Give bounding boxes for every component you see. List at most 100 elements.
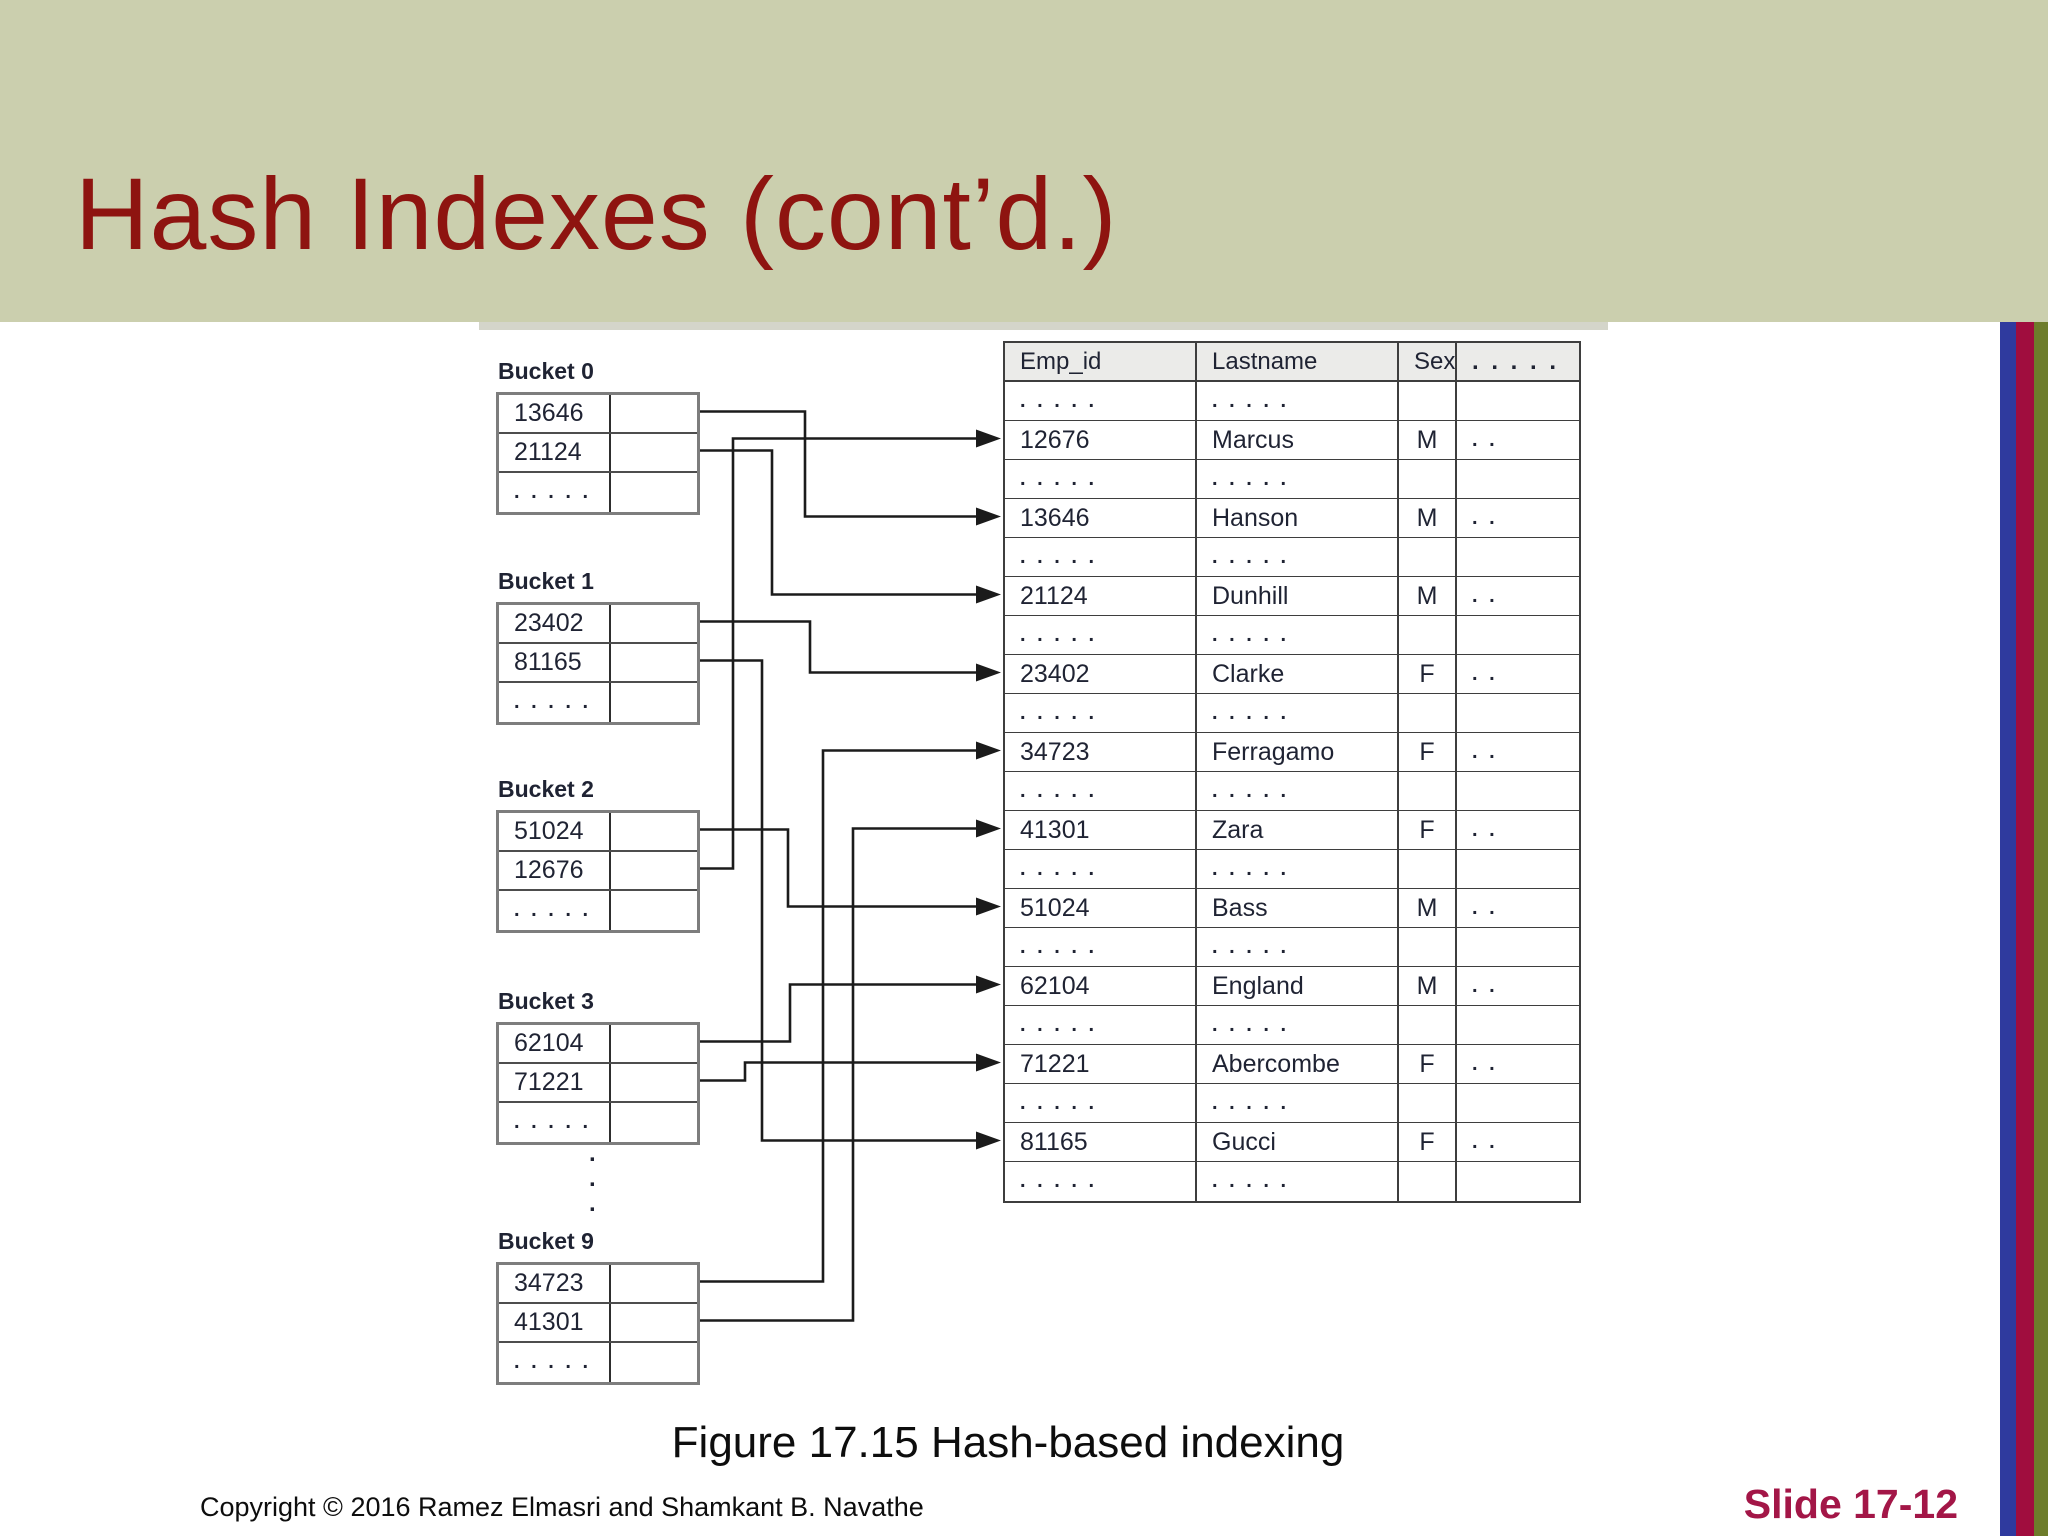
bucket-entry-row: 71221: [499, 1064, 697, 1103]
bucket-pointer-cell: [611, 395, 697, 432]
column-header: . . . . .: [1472, 347, 1560, 375]
bucket-key-value: 71221: [499, 1064, 611, 1101]
emp-id-cell: . . . . .: [1005, 616, 1197, 654]
emp-id-cell: 71221: [1005, 1045, 1197, 1083]
sex-cell: M: [1399, 967, 1457, 1005]
more-cell: [1457, 928, 1579, 966]
lastname-cell: Hanson: [1197, 499, 1399, 537]
table-ellipsis-row: . . . . .. . . . .: [1005, 616, 1579, 655]
bucket-pointer-cell: [611, 1265, 697, 1302]
bucket-key-value: 62104: [499, 1025, 611, 1062]
table-ellipsis-row: . . . . .. . . . .: [1005, 382, 1579, 421]
sex-cell: [1399, 850, 1457, 888]
emp-id-cell: . . . . .: [1005, 1084, 1197, 1122]
table-ellipsis-row: . . . . .. . . . .: [1005, 1006, 1579, 1045]
lastname-cell: Marcus: [1197, 421, 1399, 459]
bucket-key-value: 12676: [499, 852, 611, 889]
bucket-label: Bucket 1: [498, 568, 594, 594]
slide-title: Hash Indexes (cont’d.): [75, 157, 1118, 271]
bucket-pointer-cell: [611, 644, 697, 681]
more-cell: [1457, 772, 1579, 810]
bucket-pointer-cell: [611, 683, 697, 722]
arrowhead-icon: [976, 1053, 1001, 1072]
emp-id-cell: 41301: [1005, 811, 1197, 849]
more-cell: . .: [1472, 428, 1498, 451]
sex-cell: [1399, 616, 1457, 654]
sex-cell: [1399, 1162, 1457, 1201]
bucket-label: Bucket 3: [498, 988, 594, 1014]
bucket-pointer-cell: [611, 1064, 697, 1101]
table-ellipsis-row: . . . . .. . . . .: [1005, 850, 1579, 889]
bucket-entry-row: 23402: [499, 605, 697, 644]
bucket-label: Bucket 2: [498, 776, 594, 802]
bucket-label: Bucket 9: [498, 1228, 594, 1254]
lastname-cell: . . . . .: [1197, 1006, 1399, 1044]
sex-cell: [1399, 928, 1457, 966]
emp-id-cell: . . . . .: [1005, 928, 1197, 966]
copyright-text: Copyright © 2016 Ramez Elmasri and Shamk…: [200, 1492, 924, 1522]
arrowhead-icon: [976, 585, 1001, 604]
lastname-cell: England: [1197, 967, 1399, 1005]
lastname-cell: Ferragamo: [1197, 733, 1399, 771]
arrowhead-icon: [976, 507, 1001, 526]
bucket-key-value: 34723: [499, 1265, 611, 1302]
bucket-key-value: 51024: [499, 813, 611, 850]
lastname-cell: Zara: [1197, 811, 1399, 849]
sex-cell: M: [1399, 499, 1457, 537]
more-cell: [1457, 1084, 1579, 1122]
lastname-cell: Bass: [1197, 889, 1399, 927]
sex-cell: F: [1399, 1123, 1457, 1161]
bucket-ellipsis-row: . . . . .: [499, 683, 697, 722]
sex-cell: F: [1399, 655, 1457, 693]
bucket-ellipsis: . . . . .: [499, 473, 611, 512]
bucket-ellipsis: . . . . .: [499, 891, 611, 930]
more-cell: . .: [1472, 896, 1498, 919]
sex-cell: [1399, 694, 1457, 732]
bucket-entry-row: 51024: [499, 813, 697, 852]
bucket-key-value: 21124: [499, 434, 611, 471]
bucket-key-value: 81165: [499, 644, 611, 681]
bucket-label: Bucket 0: [498, 358, 594, 384]
edge-stripe-crimson: [2016, 322, 2034, 1536]
sex-cell: [1399, 1084, 1457, 1122]
more-cell: [1457, 694, 1579, 732]
omitted-buckets-ellipsis: . . .: [589, 1140, 596, 1217]
bucket-entry-row: 41301: [499, 1304, 697, 1343]
bucket-pointer-cell: [611, 891, 697, 930]
lastname-cell: . . . . .: [1197, 694, 1399, 732]
lastname-cell: . . . . .: [1197, 772, 1399, 810]
bucket-ellipsis: . . . . .: [499, 1103, 611, 1142]
more-cell: . .: [1472, 740, 1498, 763]
bucket-ellipsis: . . . . .: [499, 683, 611, 722]
sex-cell: F: [1399, 733, 1457, 771]
more-cell: . .: [1472, 818, 1498, 841]
bucket-pointer-cell: [611, 1343, 697, 1382]
sex-cell: M: [1399, 421, 1457, 459]
bucket-pointer-cell: [611, 605, 697, 642]
emp-id-cell: . . . . .: [1005, 1162, 1197, 1201]
lastname-cell: . . . . .: [1197, 616, 1399, 654]
more-cell: [1457, 1006, 1579, 1044]
bucket-pointer-cell: [611, 473, 697, 512]
figure-caption: Figure 17.15 Hash-based indexing: [671, 1418, 1345, 1467]
sex-cell: [1399, 538, 1457, 576]
bucket-pointer-cell: [611, 1304, 697, 1341]
arrowhead-icon: [976, 819, 1001, 838]
bucket-entry-row: 34723: [499, 1265, 697, 1304]
bucket-pointer-cell: [611, 434, 697, 471]
lastname-cell: . . . . .: [1197, 1162, 1399, 1201]
sex-cell: [1399, 382, 1457, 420]
emp-id-cell: 81165: [1005, 1123, 1197, 1161]
bucket-pointer-cell: [611, 1103, 697, 1142]
lastname-cell: Gucci: [1197, 1123, 1399, 1161]
bucket-ellipsis-row: . . . . .: [499, 891, 697, 930]
